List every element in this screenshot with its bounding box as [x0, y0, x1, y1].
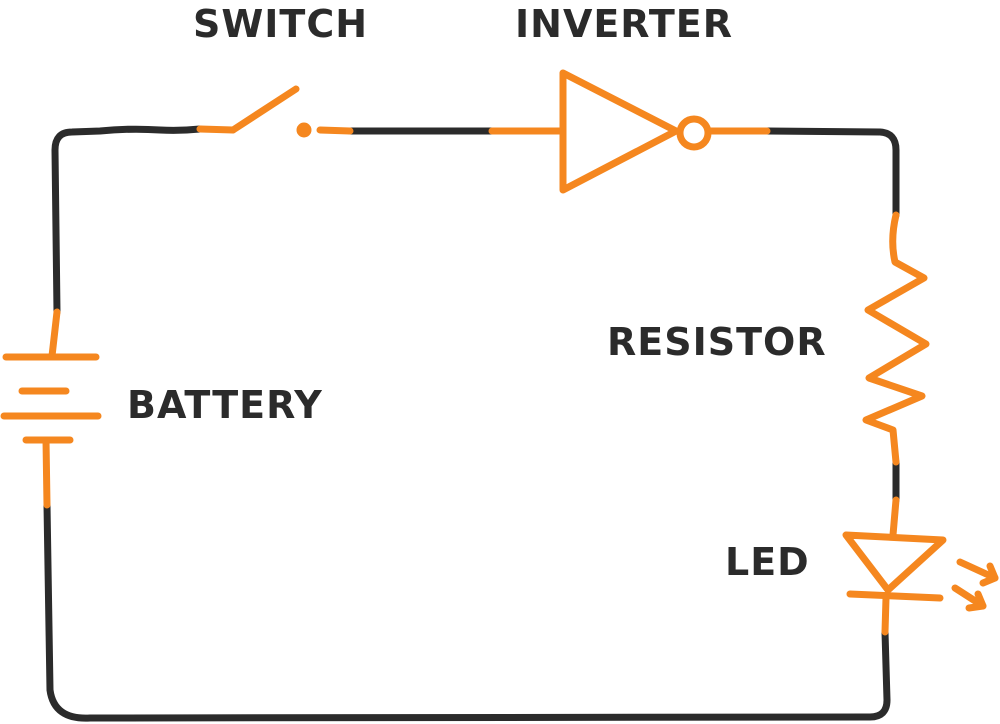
- led-bar: [846, 590, 944, 602]
- led: [842, 496, 999, 636]
- battery: [0, 308, 102, 509]
- battery-lead-bottom: [42, 436, 51, 509]
- switch-lead-right: [316, 126, 354, 135]
- wire-bottom: [43, 501, 891, 722]
- inverter-triangle: [559, 69, 680, 194]
- led-ray-2-head: [965, 590, 987, 612]
- resistor-zigzag: [862, 211, 930, 466]
- switch: [196, 85, 354, 138]
- switch-lead-left: [196, 125, 237, 134]
- resistor: [862, 211, 930, 466]
- led-lead-bottom: [881, 594, 890, 636]
- battery-lead-top: [48, 308, 61, 360]
- switch-lever: [229, 85, 300, 134]
- led-ray-1: [956, 558, 999, 582]
- wire-top-left: [51, 125, 204, 316]
- led-label: LED: [725, 540, 810, 584]
- led-ray-1-head: [979, 562, 999, 587]
- switch-contact: [296, 122, 312, 138]
- components: [0, 69, 999, 636]
- switch-label: SWITCH: [193, 2, 369, 46]
- battery-label: BATTERY: [127, 383, 323, 427]
- inverter: [488, 69, 771, 194]
- inverter-label: INVERTER: [515, 2, 734, 46]
- resistor-label: RESISTOR: [607, 320, 827, 364]
- led-lead-top: [889, 496, 900, 539]
- wires: [43, 125, 900, 722]
- inverter-bubble: [676, 115, 712, 151]
- led-triangle: [842, 531, 947, 594]
- wire-top-right: [763, 127, 900, 219]
